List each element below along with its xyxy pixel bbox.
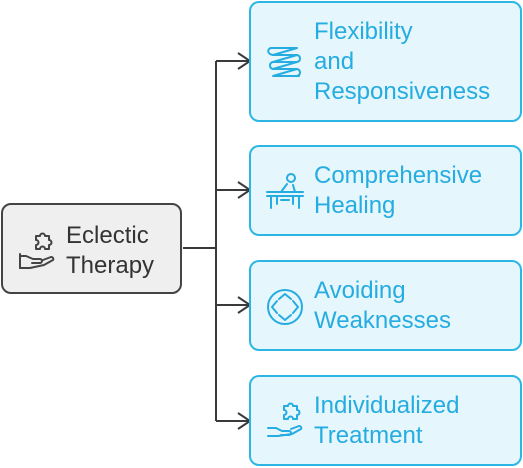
branch-1-label: Flexibility and Responsiveness <box>314 17 490 107</box>
root-node-eclectic-therapy: Eclectic Therapy <box>1 203 182 294</box>
puzzle-hand-icon <box>267 402 303 437</box>
branch-3-label-line-2: Weaknesses <box>314 307 451 334</box>
branch-4-label: Individualized Treatment <box>314 391 459 451</box>
branch-1-label-line-1: Flexibility <box>314 18 413 45</box>
branch-1-label-line-2: and <box>314 48 355 75</box>
root-label: Eclectic Therapy <box>66 221 154 281</box>
branch-avoiding-weaknesses: Avoiding Weaknesses <box>249 260 522 351</box>
branch-3-label: Avoiding Weaknesses <box>314 276 451 336</box>
branch-flexibility-and-responsiveness: Flexibility and Responsiveness <box>249 1 522 122</box>
puzzle-hand-icon <box>19 232 55 269</box>
branch-2-label-line-1: Comprehensive <box>314 162 483 189</box>
branch-1-label-line-3: Responsiveness <box>314 78 491 105</box>
branch-4-label-line-1: Individualized <box>314 392 460 419</box>
branch-comprehensive-healing: Comprehensive Healing <box>249 145 522 236</box>
root-label-line-2: Therapy <box>66 252 155 279</box>
branch-2-label-line-2: Healing <box>314 192 396 219</box>
root-label-line-1: Eclectic <box>66 222 149 249</box>
spring-icon <box>267 47 301 77</box>
target-circle-icon <box>267 289 303 325</box>
branch-2-label: Comprehensive Healing <box>314 161 482 221</box>
branch-individualized-treatment: Individualized Treatment <box>249 375 522 466</box>
branch-4-label-line-2: Treatment <box>314 422 423 449</box>
branch-3-label-line-1: Avoiding <box>314 277 406 304</box>
massage-table-icon <box>266 173 304 209</box>
